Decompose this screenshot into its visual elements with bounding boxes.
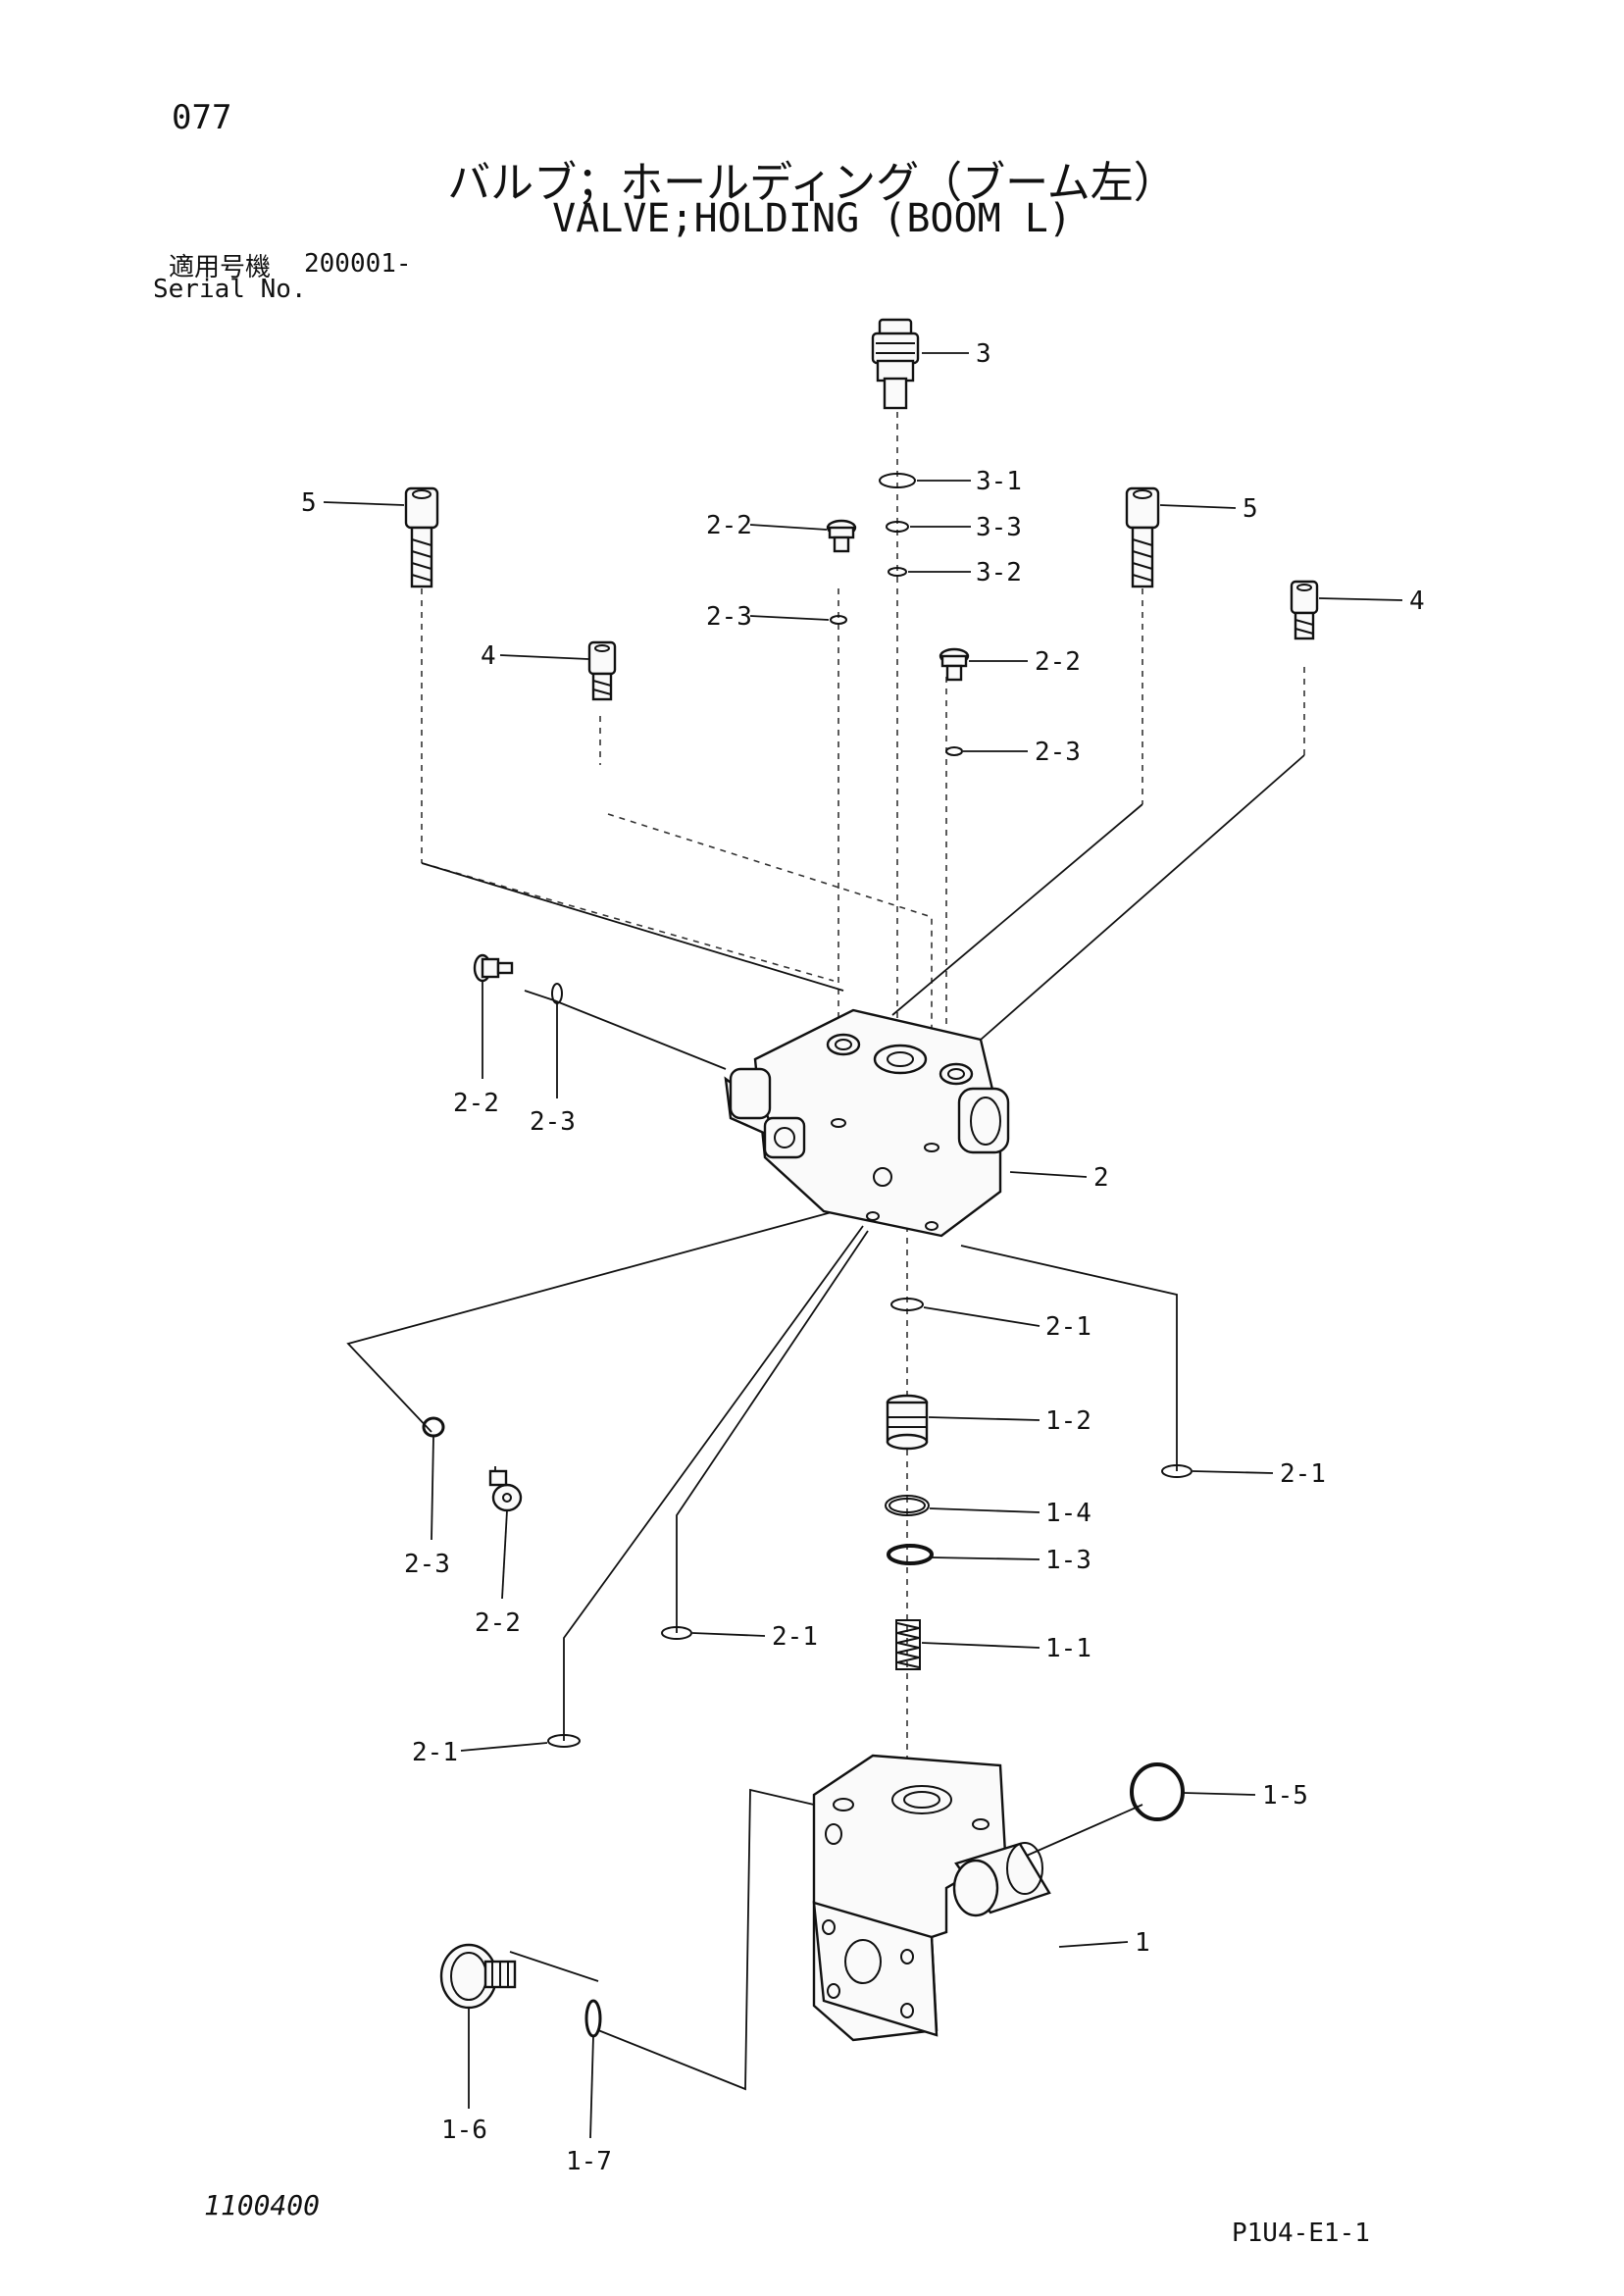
oring-3-2[interactable] (888, 567, 907, 577)
title-japanese: バルブ；ホールディング（ブーム左） (447, 158, 1177, 208)
plug-2-2-low[interactable] (488, 1469, 523, 1512)
callout-1-5: 1-5 (1262, 1781, 1308, 1811)
callout-leaders (323, 352, 1403, 2139)
part-1-1-spring[interactable] (895, 1619, 921, 1670)
callout-1-3: 1-3 (1045, 1546, 1091, 1575)
part-1-2-poppet[interactable] (886, 1394, 929, 1451)
callout-3-1: 3-1 (976, 467, 1022, 496)
bolt-5-right[interactable] (1125, 486, 1160, 588)
callout-4-right: 4 (1409, 587, 1425, 616)
bolt-5-left[interactable] (404, 486, 439, 588)
callout-2-2-low: 2-2 (475, 1608, 521, 1638)
oring-3-1[interactable] (879, 473, 916, 488)
oring-2-3-side[interactable] (551, 983, 563, 1004)
callout-1-6: 1-6 (441, 2116, 487, 2145)
sheet-code: P1U4-E1-1 (1232, 2219, 1370, 2248)
oring-2-3-top-right[interactable] (945, 746, 963, 756)
part-1-5-oring[interactable] (1130, 1762, 1185, 1821)
callout-2-2-top: 2-2 (706, 511, 752, 540)
callout-2-3-side: 2-3 (530, 1107, 576, 1137)
drawing-number: 1100400 (204, 2189, 321, 2221)
serial-label-japanese: 適用号機 (169, 253, 272, 282)
part-1-4-ring[interactable] (885, 1495, 930, 1516)
oring-2-1-right[interactable] (1161, 1464, 1193, 1478)
oring-2-3-low[interactable] (422, 1416, 445, 1438)
part-1-3-oring[interactable] (887, 1544, 934, 1565)
plug-2-2-top-right[interactable] (939, 647, 970, 682)
part-1-6-plug[interactable] (439, 1943, 517, 2010)
part-2-valve-block[interactable] (724, 1008, 1010, 1238)
oring-2-1-upper[interactable] (890, 1298, 924, 1311)
callout-3-3: 3-3 (976, 513, 1022, 542)
callout-2-3-low: 2-3 (404, 1550, 450, 1579)
callout-1-4: 1-4 (1045, 1499, 1091, 1528)
callout-labels: 3 3-1 3-3 3-2 5 5 4 4 2-2 2-3 2-2 2-3 2-… (301, 339, 1425, 2176)
part-3-cartridge[interactable] (871, 318, 920, 410)
plug-2-2-side[interactable] (473, 953, 514, 983)
bolt-4-left[interactable] (587, 640, 617, 701)
part-1-7-oring[interactable] (584, 1999, 602, 2038)
callout-1: 1 (1135, 1928, 1150, 1958)
serial-label-english: Serial No. (153, 275, 307, 304)
serial-value: 200001- (304, 249, 412, 279)
callout-2-3-top: 2-3 (706, 602, 752, 632)
callout-5-right: 5 (1243, 494, 1258, 524)
plug-2-2-top-left[interactable] (826, 519, 857, 553)
oring-3-3[interactable] (886, 521, 909, 533)
callout-3-2: 3-2 (976, 558, 1022, 587)
callout-2: 2 (1093, 1163, 1109, 1193)
callout-2-2-mid: 2-2 (1035, 647, 1081, 677)
title-english: VALVE;HOLDING (BOOM L) (552, 196, 1072, 241)
callout-4-left: 4 (481, 641, 496, 671)
callout-2-2-side: 2-2 (453, 1089, 499, 1118)
oring-2-1-mid[interactable] (661, 1626, 692, 1640)
oring-2-1-low[interactable] (547, 1734, 581, 1748)
callout-2-3-mid: 2-3 (1035, 738, 1081, 767)
part-1-housing[interactable] (812, 1754, 1051, 2042)
callout-3: 3 (976, 339, 991, 369)
oring-2-3-top-left[interactable] (830, 615, 847, 625)
bolt-4-right[interactable] (1290, 580, 1319, 640)
callout-2-1-mid: 2-1 (772, 1622, 818, 1652)
callout-1-2: 1-2 (1045, 1406, 1091, 1436)
callout-1-7: 1-7 (566, 2147, 612, 2176)
callout-2-1-right: 2-1 (1280, 1459, 1326, 1489)
callout-1-1: 1-1 (1045, 1634, 1091, 1663)
callout-5-left: 5 (301, 488, 317, 518)
page-number: 077 (172, 98, 232, 137)
callout-2-1-upper: 2-1 (1045, 1312, 1091, 1342)
callout-2-1-low: 2-1 (412, 1738, 458, 1767)
